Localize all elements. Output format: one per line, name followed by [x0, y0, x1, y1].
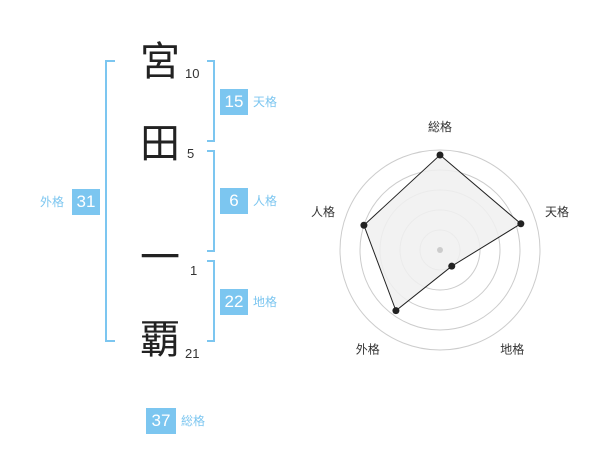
soukaku-badge: 37	[146, 408, 176, 434]
radar-polygon	[363, 154, 522, 312]
radar-point-4	[392, 307, 400, 315]
radar-axis-label-1: 総格	[428, 119, 452, 134]
radar-axis-label-2: 天格	[545, 204, 569, 219]
jinkaku-badge: 6	[220, 188, 248, 214]
radar-point-5	[360, 221, 368, 229]
stroke-count-1: 10	[185, 66, 200, 81]
gaikaku-badge: 31	[72, 189, 100, 215]
chikaku-bracket	[207, 260, 215, 342]
radar-axis-label-5: 人格	[311, 204, 335, 219]
name-char-2: 田	[140, 121, 180, 167]
stroke-count-2: 5	[187, 146, 195, 161]
tenkaku-bracket	[207, 60, 215, 142]
name-char-3: 一	[140, 235, 180, 281]
radar-point-3	[448, 262, 456, 270]
radar-center	[437, 247, 443, 253]
tenkaku-badge: 15	[220, 89, 248, 115]
name-char-1: 宮	[140, 39, 180, 85]
gaikaku-bracket	[105, 60, 115, 342]
radar-point-1	[436, 151, 444, 159]
stroke-count-4: 21	[185, 346, 200, 361]
radar-point-2	[517, 220, 525, 228]
stroke-count-3: 1	[190, 263, 198, 278]
tenkaku-label: 天格	[253, 95, 278, 109]
name-char-4: 覇	[140, 317, 180, 363]
radar-axis-label-3: 地格	[500, 342, 524, 357]
jinkaku-label: 人格	[253, 194, 278, 208]
chikaku-badge: 22	[220, 289, 248, 315]
radar-axis-label-4: 外格	[356, 342, 380, 357]
jinkaku-bracket	[207, 150, 215, 252]
chikaku-label: 地格	[253, 295, 278, 309]
gaikaku-label: 外格	[40, 195, 65, 209]
soukaku-label: 総格	[181, 414, 206, 428]
